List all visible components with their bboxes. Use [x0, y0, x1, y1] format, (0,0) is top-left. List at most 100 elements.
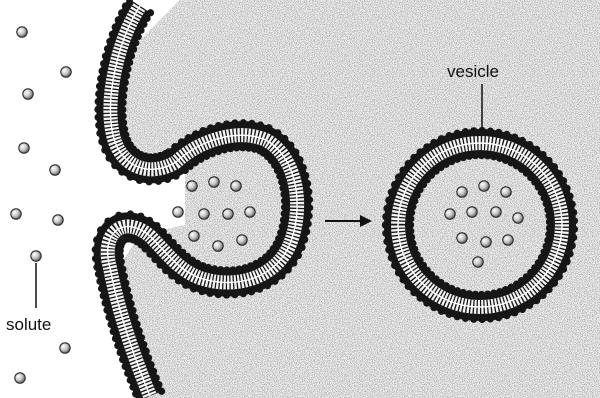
lipid-head	[278, 272, 285, 279]
solute-molecule-icon	[237, 235, 247, 245]
lipid-head	[462, 315, 469, 322]
lipid-head	[472, 291, 479, 298]
lipid-head	[544, 206, 551, 213]
lipid-head	[264, 282, 271, 289]
solute-molecule-icon	[31, 251, 41, 261]
lipid-head	[126, 293, 133, 300]
lipid-head	[105, 155, 112, 162]
solute-molecule-icon	[50, 165, 60, 175]
lipid-head	[383, 205, 390, 212]
lipid-head	[135, 33, 142, 40]
lipid-head	[296, 156, 303, 163]
lipid-head	[391, 181, 398, 188]
lipid-head	[92, 246, 99, 253]
lipid-head	[182, 282, 189, 289]
lipid-head	[570, 209, 577, 216]
lipid-head	[128, 300, 135, 307]
lipid-head	[110, 328, 117, 335]
solute-molecule-icon	[209, 177, 219, 187]
lipid-head	[120, 113, 127, 120]
lipid-head	[302, 172, 309, 179]
lipid-head	[382, 213, 389, 220]
solute-molecule-icon	[199, 209, 209, 219]
lipid-head	[383, 238, 390, 245]
solute-molecule-icon	[501, 187, 511, 197]
lipid-head	[98, 67, 105, 74]
lipid-head	[129, 384, 136, 391]
lipid-head	[305, 220, 312, 227]
lipid-head	[96, 130, 103, 137]
lipid-head	[178, 138, 185, 145]
lipid-head	[112, 335, 119, 342]
lipid-head	[570, 234, 577, 241]
lipid-head	[172, 173, 179, 180]
solute-molecule-icon	[60, 343, 70, 353]
lipid-head	[140, 341, 147, 348]
lipid-head	[454, 130, 461, 137]
lipid-head	[111, 162, 118, 169]
lipid-head	[155, 178, 162, 185]
lipid-head	[223, 291, 230, 298]
lipid-head	[478, 291, 485, 298]
lipid-head	[137, 213, 144, 220]
lipid-head	[571, 226, 578, 233]
lipid-head	[460, 154, 467, 161]
lipid-head	[198, 288, 205, 295]
lipid-head	[496, 288, 503, 295]
lipid-head	[257, 121, 264, 128]
lipid-head	[229, 266, 236, 273]
lipid-head	[280, 191, 287, 198]
lipid-head	[417, 148, 424, 155]
lipid-head	[281, 210, 288, 217]
lipid-head	[132, 390, 139, 397]
lipid-head	[438, 308, 445, 315]
lipid-head	[223, 120, 230, 127]
lipid-head	[281, 197, 288, 204]
lipid-head	[278, 178, 285, 185]
lipid-head	[165, 234, 172, 241]
lipid-head	[104, 45, 111, 52]
lipid-head	[94, 106, 101, 113]
lipid-head	[409, 240, 416, 247]
lipid-head	[131, 314, 138, 321]
lipid-head	[306, 212, 313, 219]
lipid-head	[231, 291, 238, 298]
lipid-head	[511, 133, 518, 140]
lipid-head	[134, 321, 141, 328]
lipid-head	[495, 129, 502, 136]
lipid-head	[569, 242, 576, 249]
lipid-head	[96, 278, 103, 285]
lipid-head	[405, 160, 412, 167]
lipid-head	[153, 374, 160, 381]
lipid-head	[143, 348, 150, 355]
lipid-head	[240, 290, 247, 297]
lipid-head	[97, 226, 104, 233]
lipid-head	[122, 79, 129, 86]
lipid-head	[136, 177, 143, 184]
lipid-head	[556, 170, 563, 177]
lipid-head	[215, 148, 222, 155]
solute-molecule-icon	[19, 143, 29, 153]
lipid-head	[129, 307, 136, 314]
lipid-head	[104, 217, 111, 224]
lipid-head	[571, 217, 578, 224]
lipid-head	[304, 180, 311, 187]
solute-molecule-icon	[223, 209, 233, 219]
lipid-head	[136, 327, 143, 334]
lipid-head	[145, 354, 152, 361]
lipid-head	[160, 228, 167, 235]
solute-molecule-icon	[53, 215, 63, 225]
lipid-head	[240, 119, 247, 126]
solute-molecule-icon	[11, 209, 21, 219]
lipid-head	[306, 204, 313, 211]
lipid-head	[546, 218, 553, 225]
lipid-head	[101, 146, 108, 153]
lipid-head	[211, 265, 218, 272]
lipid-head	[470, 127, 477, 134]
solute-molecule-icon	[173, 207, 183, 217]
lipid-head	[92, 255, 99, 262]
lipid-head	[231, 119, 238, 126]
lipid-head	[165, 148, 172, 155]
lipid-head	[150, 368, 157, 375]
